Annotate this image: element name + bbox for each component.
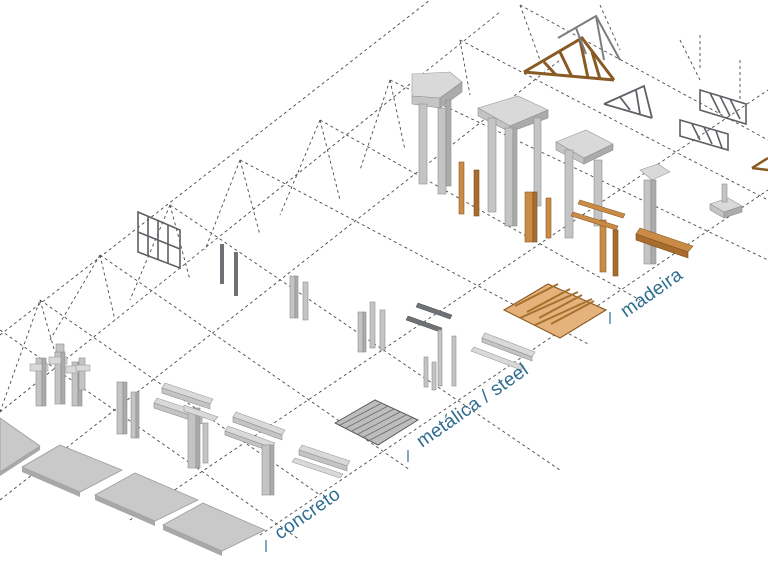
concrete-cross-column-1 <box>29 357 49 407</box>
steel-columns-2 <box>423 329 457 391</box>
concrete-columns-group <box>29 275 386 496</box>
wood-posts-1 <box>458 161 480 217</box>
label-steel: metálica / steel <box>413 359 533 452</box>
steel-column-pair-1 <box>220 244 238 296</box>
concrete-beam-3 <box>232 411 286 441</box>
concrete-cross-column-4 <box>75 357 91 391</box>
concrete-slabs <box>0 417 266 556</box>
dashed-grid <box>0 0 768 541</box>
concrete-slab-2 <box>21 444 123 497</box>
concrete-frame-2 <box>224 425 276 496</box>
concrete-column-upper-1 <box>289 275 309 321</box>
steel-truss-flat-1 <box>699 88 747 126</box>
steel-truss-small <box>603 84 653 119</box>
concrete-slab-1 <box>0 417 41 476</box>
concrete-footing <box>709 183 743 219</box>
label-concrete: concreto <box>271 484 345 544</box>
wood-truss-edge <box>751 156 768 172</box>
category-labels: concreto metálica / steel madeira <box>265 264 687 552</box>
steel-items <box>137 210 536 446</box>
concrete-slab-3 <box>94 472 199 526</box>
steel-beams <box>405 302 453 333</box>
concrete-pier-1 <box>411 71 463 195</box>
concrete-pier-3 <box>555 129 614 239</box>
label-wood: madeira <box>617 264 687 322</box>
concrete-beam-4 <box>291 444 351 479</box>
wood-truss-large <box>523 36 616 82</box>
steel-frame-panel <box>137 210 181 270</box>
concrete-pier-4 <box>639 163 671 265</box>
wood-items <box>411 14 768 339</box>
steel-profiles <box>470 332 536 371</box>
wood-beams <box>570 199 694 259</box>
concrete-beam-1 <box>161 382 214 410</box>
concrete-pier-2 <box>477 95 549 227</box>
wood-deck <box>502 283 608 339</box>
steel-truss-large <box>557 14 621 61</box>
concrete-frame-1 <box>183 404 219 469</box>
steel-deck <box>333 399 420 446</box>
concrete-cross-column-2 <box>48 343 68 405</box>
concrete-column-pair <box>116 381 140 439</box>
concrete-slab-4 <box>162 502 266 556</box>
steel-truss-flat-2 <box>679 118 729 152</box>
wood-posts-2 <box>524 191 552 243</box>
concrete-column-upper-2 <box>357 301 386 353</box>
